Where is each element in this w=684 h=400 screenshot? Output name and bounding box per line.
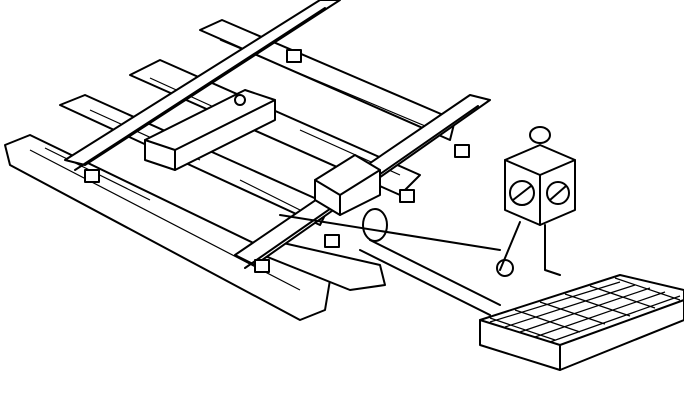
rail-left [64, 0, 341, 166]
rail-clips [84, 49, 470, 273]
grated-platform [479, 274, 684, 371]
rail-block [144, 89, 276, 171]
derail-mechanism [279, 154, 514, 316]
switch-stand-lamp [499, 126, 576, 276]
